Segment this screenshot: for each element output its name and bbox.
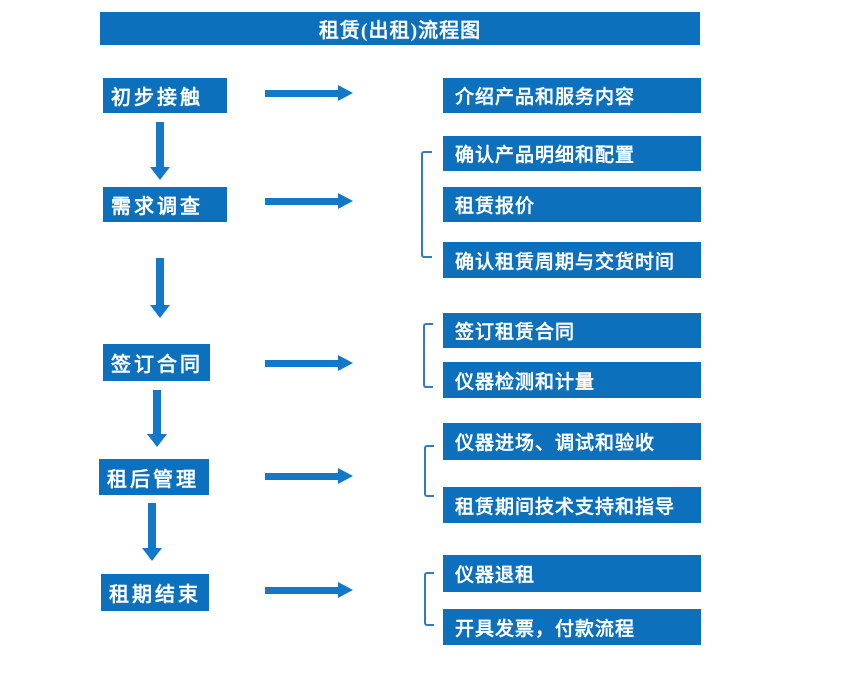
detail-confirm-period-delivery: 确认租赁周期与交货时间 <box>443 242 701 278</box>
step-label: 需求调查 <box>111 196 203 218</box>
arrow-shaft <box>265 89 338 97</box>
group-bracket-sign-contract <box>423 323 433 388</box>
step-initial-contact: 初步接触 <box>103 78 227 113</box>
arrow-shaft <box>265 197 338 205</box>
arrow-head <box>338 85 353 101</box>
group-bracket-rental-end <box>424 572 434 626</box>
detail-introduce-products: 介绍产品和服务内容 <box>443 78 701 113</box>
step-label: 签订合同 <box>111 354 203 376</box>
detail-instrument-testing: 仪器检测和计量 <box>443 362 701 398</box>
detail-label: 租赁报价 <box>455 196 536 217</box>
detail-confirm-product-config: 确认产品明细和配置 <box>443 136 701 171</box>
arrow-shaft <box>265 472 338 480</box>
down-arrow-3 <box>147 390 167 447</box>
group-bracket-post-rental <box>424 445 434 497</box>
group-bracket-demand-survey <box>421 151 432 258</box>
arrow-shaft <box>153 390 161 434</box>
detail-instrument-return: 仪器退租 <box>443 555 701 592</box>
down-arrow-2 <box>150 258 170 318</box>
step-rental-end: 租期结束 <box>101 574 209 611</box>
arrow-head <box>142 548 162 561</box>
right-arrow-1 <box>265 85 353 101</box>
detail-label: 确认租赁周期与交货时间 <box>455 251 676 273</box>
arrow-shaft <box>156 122 164 167</box>
step-post-rental-management: 租后管理 <box>99 459 209 495</box>
arrow-shaft <box>148 503 156 548</box>
down-arrow-4 <box>142 503 162 561</box>
step-label: 初步接触 <box>111 87 203 109</box>
detail-tech-support: 租赁期间技术支持和指导 <box>443 487 701 523</box>
detail-label: 确认产品明细和配置 <box>455 145 636 166</box>
detail-label: 开具发票，付款流程 <box>455 618 636 640</box>
step-demand-survey: 需求调查 <box>103 187 227 222</box>
arrow-head <box>338 582 353 598</box>
arrow-shaft <box>156 258 164 305</box>
arrow-head <box>338 355 353 371</box>
arrow-shaft <box>265 359 338 367</box>
step-sign-contract: 签订合同 <box>103 344 210 381</box>
arrow-shaft <box>265 586 338 594</box>
arrow-head <box>150 305 170 318</box>
detail-label: 租赁期间技术支持和指导 <box>455 496 676 518</box>
flowchart-title-text: 租赁(出租)流程图 <box>318 20 482 42</box>
arrow-head <box>338 468 353 484</box>
arrow-head <box>150 167 170 180</box>
right-arrow-5 <box>265 582 353 598</box>
detail-label: 仪器进场、调试和验收 <box>455 433 656 454</box>
step-label: 租期结束 <box>109 584 201 606</box>
detail-instrument-setup-acceptance: 仪器进场、调试和验收 <box>443 423 701 460</box>
right-arrow-3 <box>265 355 353 371</box>
step-label: 租后管理 <box>107 468 199 491</box>
arrow-head <box>338 193 353 209</box>
detail-sign-rental-contract: 签订租赁合同 <box>443 313 701 348</box>
flowchart-title: 租赁(出租)流程图 <box>100 12 700 45</box>
detail-invoice-payment: 开具发票，付款流程 <box>443 609 701 645</box>
detail-rental-quote: 租赁报价 <box>443 187 701 222</box>
detail-label: 签订租赁合同 <box>455 322 576 343</box>
down-arrow-1 <box>150 122 170 180</box>
detail-label: 介绍产品和服务内容 <box>455 87 636 108</box>
right-arrow-2 <box>265 193 353 209</box>
arrow-head <box>147 434 167 447</box>
detail-label: 仪器退租 <box>455 565 536 586</box>
right-arrow-4 <box>265 468 353 484</box>
detail-label: 仪器检测和计量 <box>455 371 596 393</box>
